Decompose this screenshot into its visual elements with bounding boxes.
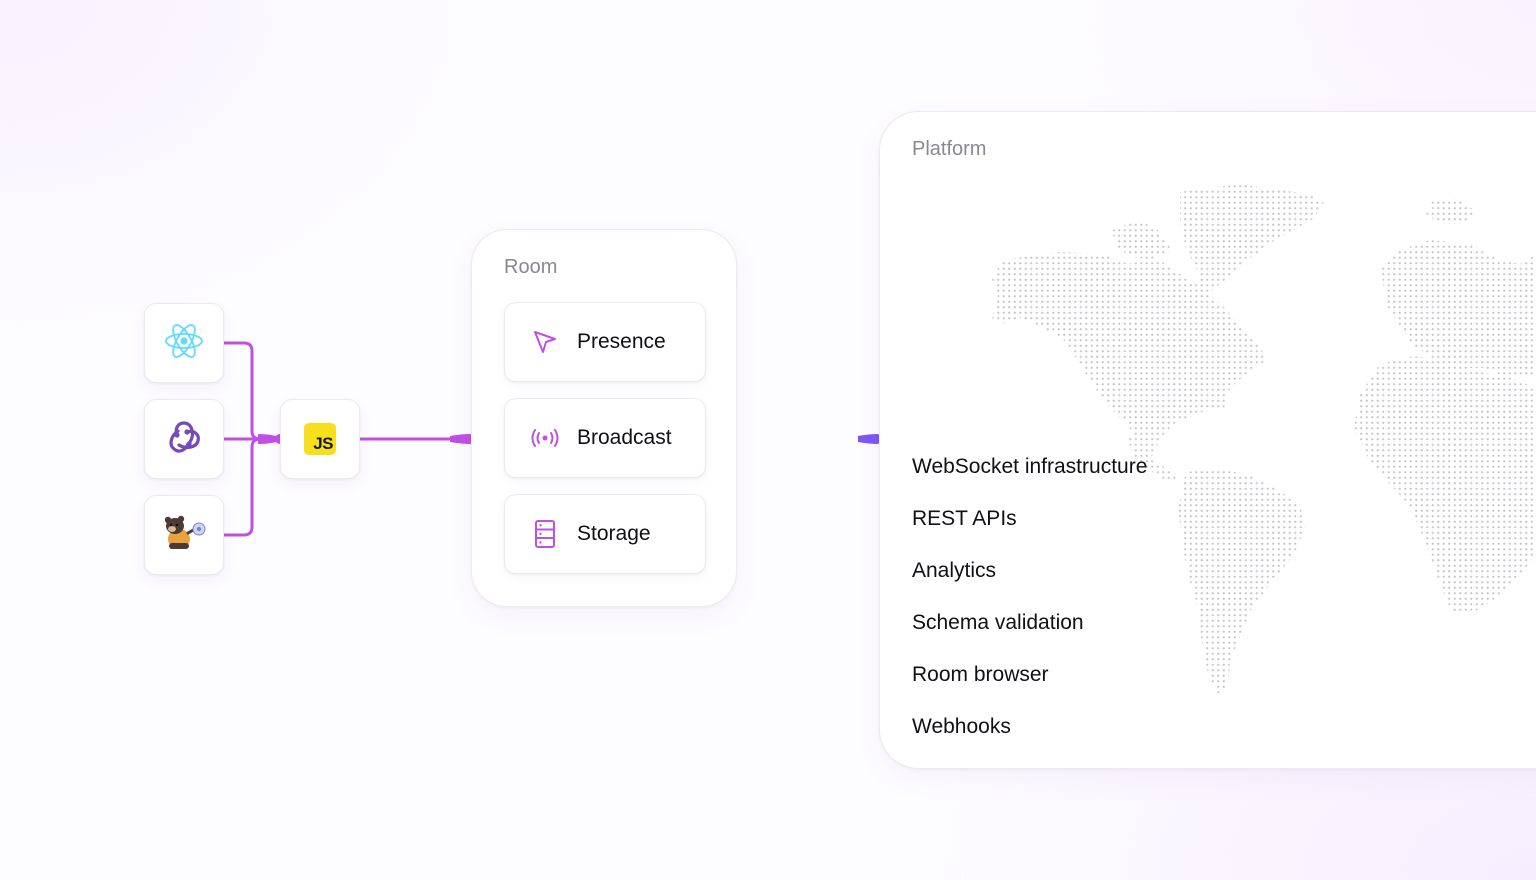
platform-item-room-browser: Room browser	[912, 663, 1049, 686]
platform-item-rest-apis: REST APIs	[912, 507, 1017, 530]
feature-storage: Storage	[504, 494, 706, 574]
platform-panel: Platform WebSocket infrastructure REST A…	[879, 111, 1536, 769]
platform-item-schema-validation: Schema validation	[912, 611, 1084, 634]
wire-react	[222, 341, 282, 441]
room-title: Room	[504, 256, 558, 278]
broadcast-icon	[529, 422, 561, 454]
zustand-icon	[161, 513, 207, 558]
javascript-icon: JS	[304, 423, 336, 455]
redux-icon	[162, 415, 206, 464]
react-icon	[163, 320, 205, 367]
feature-presence: Presence	[504, 302, 706, 382]
cursor-icon	[529, 326, 561, 358]
feature-label: Broadcast	[577, 426, 672, 449]
feature-broadcast: Broadcast	[504, 398, 706, 478]
world-map-icon	[880, 112, 1536, 768]
room-panel: Room Presence Broadcast	[471, 229, 737, 607]
feature-label: Presence	[577, 330, 666, 353]
wire-zustand	[222, 437, 282, 537]
platform-item-websocket: WebSocket infrastructure	[912, 455, 1148, 478]
zustand-tile	[144, 495, 224, 575]
platform-item-analytics: Analytics	[912, 559, 997, 582]
database-icon	[529, 518, 561, 550]
feature-label: Storage	[577, 522, 651, 545]
javascript-label: JS	[313, 434, 333, 453]
platform-title: Platform	[912, 138, 987, 160]
javascript-tile: JS	[280, 399, 360, 479]
redux-tile	[144, 399, 224, 479]
platform-item-webhooks: Webhooks	[912, 715, 1011, 738]
react-tile	[144, 303, 224, 383]
